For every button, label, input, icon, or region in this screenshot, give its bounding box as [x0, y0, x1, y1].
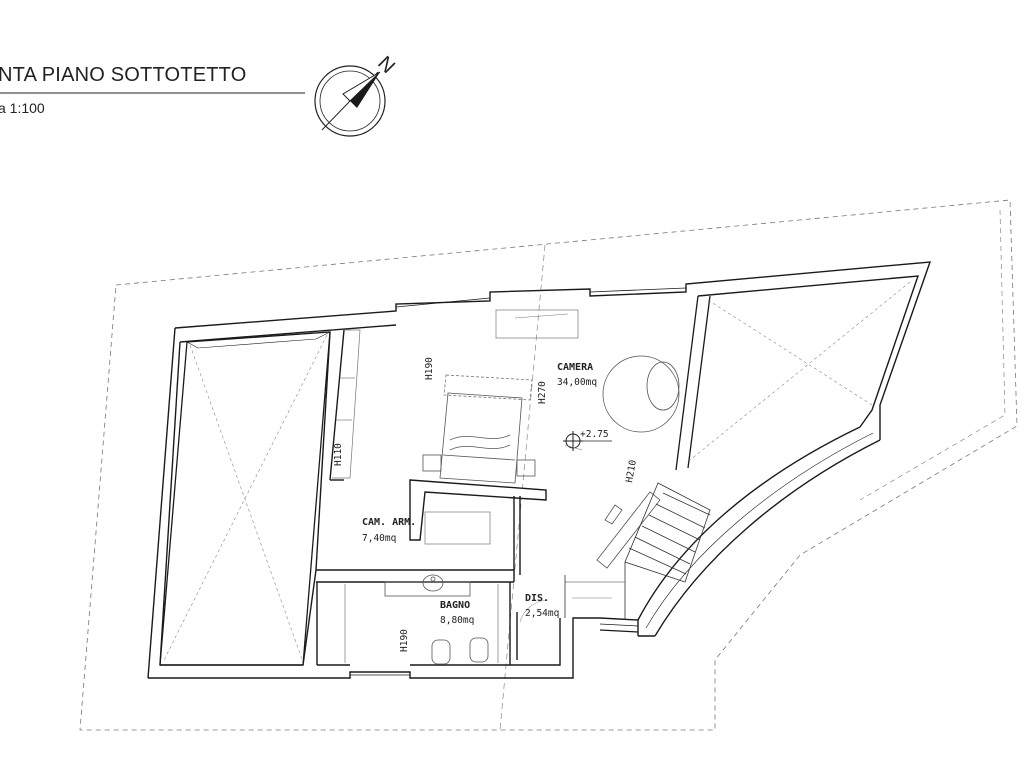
drawing-title: NTA PIANO SOTTOTETTO	[0, 64, 247, 86]
height-h210: H210	[624, 459, 639, 484]
closet-unit	[424, 511, 491, 545]
height-h190-top: H190	[424, 357, 435, 380]
room-dis-name: DIS.	[525, 593, 549, 604]
level-marker-icon	[563, 431, 612, 451]
wardrobe	[332, 329, 361, 479]
room-cam-arm-name: CAM. ARM.	[362, 517, 416, 528]
interior-walls	[302, 329, 547, 666]
roof-projection-line	[859, 209, 1006, 501]
dresser	[495, 309, 579, 339]
room-camera-area: 34,00mq	[557, 377, 597, 388]
bed	[422, 374, 536, 484]
round-chair	[602, 355, 680, 433]
north-compass-icon: N	[314, 52, 399, 137]
drawing-scale: a 1:100	[0, 100, 45, 116]
curved-wall	[637, 426, 881, 637]
height-h110: H110	[333, 443, 344, 466]
room-bagno-name: BAGNO	[440, 600, 470, 611]
room-cam-arm-area: 7,40mq	[362, 533, 396, 544]
room-bagno-area: 8,80mq	[440, 615, 474, 626]
site-boundary	[79, 199, 1018, 731]
room-dis-area: 2,54mq	[525, 608, 559, 619]
bathroom-fixtures	[344, 574, 499, 665]
room-camera-name: CAMERA	[557, 362, 593, 373]
level-label: +2.75	[580, 429, 609, 440]
right-void	[675, 295, 711, 471]
height-h190-bath: H190	[399, 629, 410, 652]
ridge-line	[499, 244, 546, 731]
height-h270: H270	[537, 381, 548, 404]
windows	[350, 287, 687, 676]
door-swing	[519, 599, 549, 623]
bench	[596, 491, 661, 569]
staircase	[564, 482, 711, 620]
